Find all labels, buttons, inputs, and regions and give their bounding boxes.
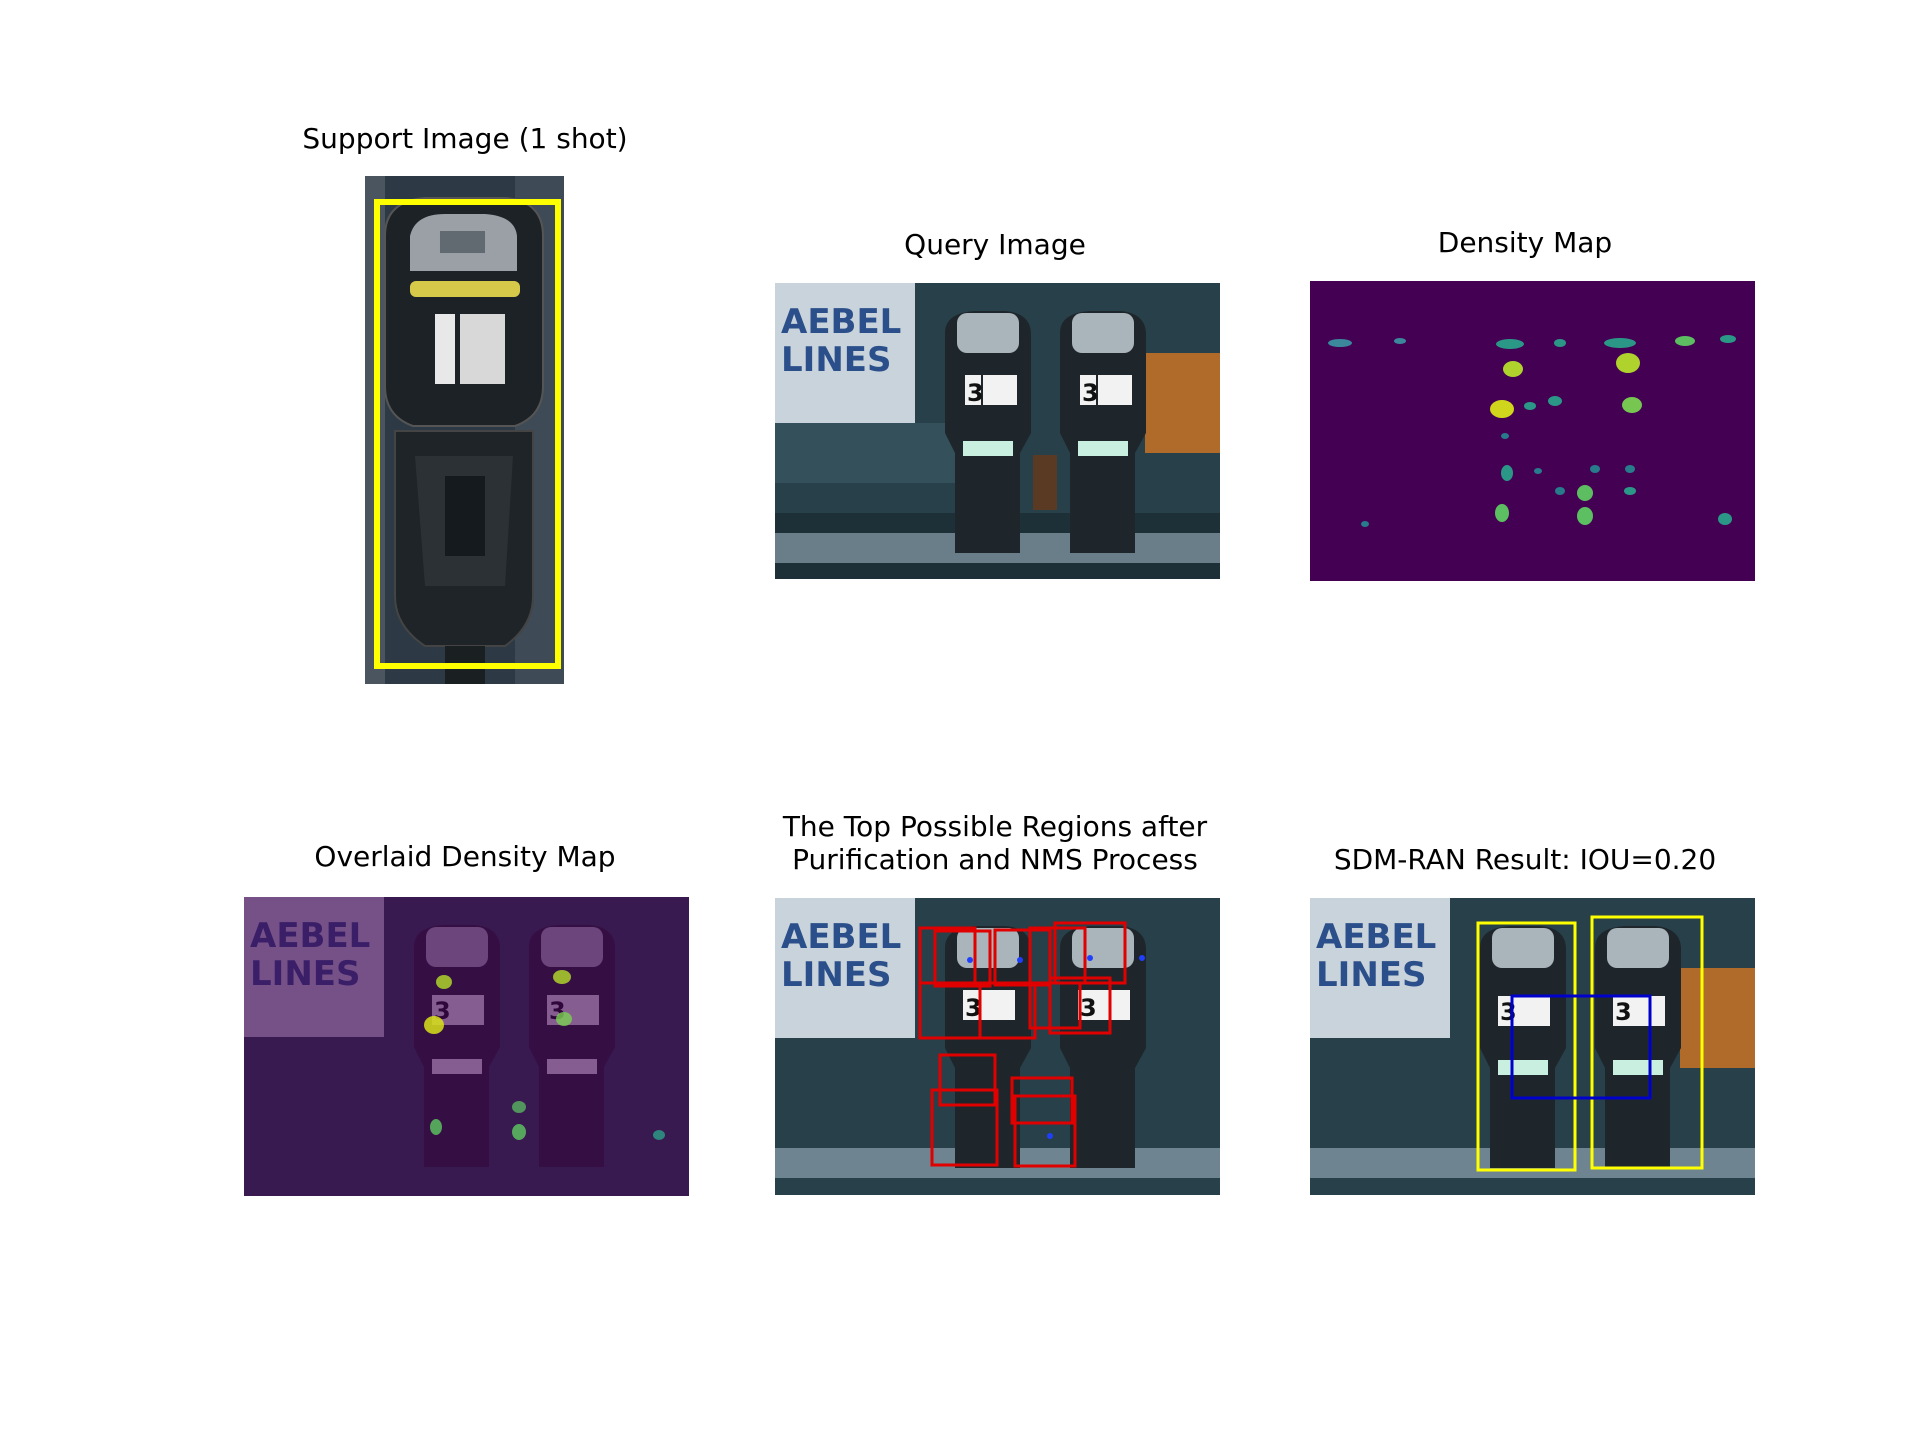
overlaid-density-map: AEBEL LINES 3 3 bbox=[244, 897, 689, 1196]
query-image-title: Query Image bbox=[904, 228, 1086, 261]
density-map bbox=[1310, 281, 1755, 581]
pred-box bbox=[1510, 994, 1652, 1100]
svg-text:3: 3 bbox=[967, 379, 984, 407]
query-image: AEBEL LINES 3 3 bbox=[775, 283, 1220, 579]
svg-text:3: 3 bbox=[1500, 998, 1517, 1026]
support-image bbox=[365, 176, 564, 684]
gt-box-left bbox=[1476, 921, 1577, 1172]
overlaid-density-title: Overlaid Density Map bbox=[314, 840, 616, 873]
svg-text:AEBEL: AEBEL bbox=[1316, 917, 1436, 957]
regions-title-line2: Purification and NMS Process bbox=[792, 843, 1198, 876]
svg-text:3: 3 bbox=[1080, 994, 1097, 1022]
svg-text:3: 3 bbox=[1615, 998, 1632, 1026]
sdm-ran-result-image: AEBEL LINES 3 3 bbox=[1310, 898, 1755, 1195]
svg-text:AEBEL: AEBEL bbox=[781, 917, 901, 957]
density-map-title: Density Map bbox=[1437, 226, 1613, 259]
support-bbox bbox=[374, 199, 561, 669]
svg-text:LINES: LINES bbox=[1316, 955, 1426, 995]
gt-box-right bbox=[1590, 915, 1704, 1170]
top-regions-image: AEBEL LINES 3 3 bbox=[775, 898, 1220, 1195]
result-title: SDM-RAN Result: IOU=0.20 bbox=[1333, 843, 1717, 876]
svg-text:3: 3 bbox=[1082, 379, 1099, 407]
support-image-title: Support Image (1 shot) bbox=[302, 122, 628, 155]
svg-text:3: 3 bbox=[965, 994, 982, 1022]
regions-title-line1: The Top Possible Regions after bbox=[782, 810, 1208, 843]
svg-text:LINES: LINES bbox=[781, 340, 891, 380]
svg-text:AEBEL: AEBEL bbox=[781, 302, 901, 342]
region-boxes bbox=[918, 921, 1127, 1168]
svg-text:LINES: LINES bbox=[781, 955, 891, 995]
